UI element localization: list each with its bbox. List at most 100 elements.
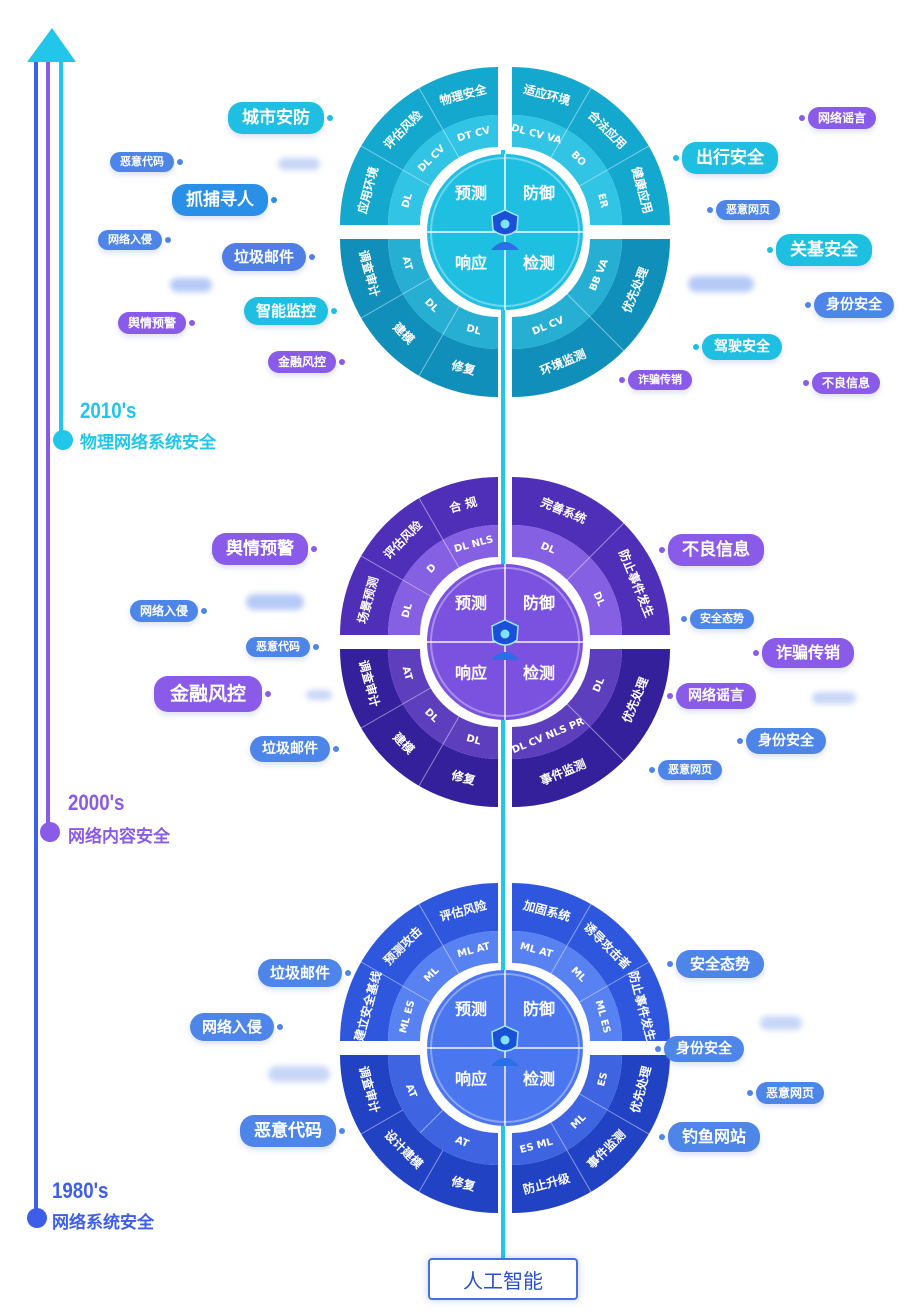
- outer-label-tl: 合 规: [448, 494, 479, 516]
- ring-outer-tl: [340, 477, 498, 635]
- tag-finance-risk: 金融风控: [268, 351, 337, 373]
- segment-divider: [360, 961, 403, 987]
- era-label-2010: 物理网络系统安全: [80, 433, 216, 453]
- ai-label: 人工智能: [463, 1268, 543, 1293]
- mid-label-bl: DL: [465, 733, 483, 748]
- era-year-1980: 1980's: [52, 1178, 109, 1203]
- mid-label-bl: AT: [453, 1135, 470, 1151]
- blur-placeholder: [688, 276, 754, 292]
- mid-label-tr: ER: [595, 192, 609, 209]
- shield-person-icon: [491, 619, 519, 660]
- segment-divider: [419, 1109, 444, 1134]
- era-year-2010: 2010's: [80, 398, 137, 423]
- segment-divider: [418, 334, 444, 377]
- tag-network-intrusion-2000: 网络入侵: [130, 600, 199, 622]
- era-dot-2010: [53, 430, 73, 450]
- quadrant-title-br: 检测: [523, 254, 555, 273]
- blur-placeholder: [760, 1016, 802, 1030]
- quadrant-title-tr: 防御: [523, 184, 555, 203]
- mid-label-bl: AT: [403, 1083, 419, 1100]
- tag-security-posture-2000: 安全态势: [690, 609, 754, 629]
- ring-mid-br: [512, 239, 622, 349]
- ring-outer-br: [512, 649, 670, 807]
- tag-critical-infra: 关基安全: [776, 234, 872, 266]
- tag-identity: 身份安全: [814, 292, 894, 318]
- ring-mid-tr: [512, 525, 622, 635]
- quadrant-title-tl: 预测: [455, 1000, 487, 1019]
- tag-bad-info-2000: 不良信息: [668, 534, 764, 566]
- tag-opinion-warning-2000: 舆情预警: [212, 533, 308, 565]
- segment-divider: [402, 579, 431, 597]
- person-head: [500, 219, 510, 229]
- person-head: [500, 629, 510, 639]
- blur-placeholder: [278, 158, 320, 170]
- tag-malicious-code-1980: 恶意代码: [240, 1115, 336, 1147]
- timeline-line-2010: [59, 55, 63, 440]
- ring-mid-tr: [512, 931, 622, 1041]
- ring-outer-tr: [512, 67, 670, 225]
- era-label-1980: 网络系统安全: [52, 1213, 154, 1233]
- segment-divider: [607, 961, 650, 987]
- ring-outer-bl: [340, 649, 498, 807]
- mid-label-bl: AT: [400, 665, 414, 681]
- segment-divider: [607, 1109, 650, 1135]
- mid-label-br: DL: [591, 676, 607, 694]
- ring-outer-tr: [512, 477, 670, 635]
- ring-outer-bl: [340, 239, 498, 397]
- tag-city-security: 城市安防: [228, 102, 324, 134]
- timeline-line-1980: [34, 55, 38, 1218]
- segment-divider: [589, 726, 625, 762]
- tag-rumor-2000: 网络谣言: [676, 683, 756, 709]
- segment-divider: [566, 903, 592, 946]
- segment-divider: [360, 145, 403, 171]
- segment-divider: [579, 1093, 608, 1111]
- quadrant-title-bl: 响应: [455, 254, 487, 273]
- tag-identity-2000: 身份安全: [746, 728, 826, 754]
- timeline-arrow-head: [27, 28, 76, 62]
- tag-catch-person: 抓捕寻人: [172, 184, 268, 216]
- era-dot-1980: [27, 1208, 47, 1228]
- tag-driving: 驾驶安全: [702, 334, 782, 360]
- outer-label-bl: 修复: [449, 1173, 478, 1194]
- segment-divider: [402, 687, 431, 705]
- segment-divider: [360, 703, 403, 729]
- ring-mid-tl: [388, 115, 498, 225]
- segment-divider: [418, 497, 444, 540]
- segment-divider: [402, 277, 431, 295]
- ring-outer-br: [512, 1055, 670, 1213]
- tag-bad-info: 不良信息: [812, 372, 881, 394]
- era-dot-2000: [40, 822, 60, 842]
- shield-person-icon: [491, 209, 519, 250]
- quadrant-title-tr: 防御: [523, 1000, 555, 1019]
- tag-security-posture-1980: 安全态势: [676, 950, 765, 978]
- segment-divider: [418, 1150, 444, 1193]
- segment-divider: [566, 293, 591, 318]
- tag-malicious-code: 恶意代码: [110, 152, 174, 172]
- tag-opinion-warning: 舆情预警: [118, 312, 187, 334]
- ring-outer-br: [512, 239, 670, 397]
- era-label-2000: 网络内容安全: [68, 827, 170, 847]
- segment-divider: [566, 1150, 592, 1193]
- segment-divider: [566, 87, 592, 130]
- person-head: [500, 1035, 510, 1045]
- segment-divider: [402, 169, 431, 187]
- ring-outer-tl: [340, 67, 498, 225]
- tag-malicious-webpage-1980: 恶意网页: [756, 1082, 825, 1104]
- quadrant-title-tr: 防御: [523, 594, 555, 613]
- ring-mid-br: [512, 1055, 622, 1165]
- tag-fraud: 诈骗传销: [628, 370, 692, 390]
- mid-label-tr: DL: [590, 590, 606, 608]
- tag-network-intrusion: 网络入侵: [98, 230, 162, 250]
- person-body: [491, 242, 519, 250]
- tag-malicious-code-2000: 恶意代码: [246, 637, 310, 657]
- segment-divider: [402, 985, 431, 1003]
- ring-mid-tl: [388, 525, 498, 635]
- ring-outer-tl: [340, 883, 498, 1041]
- mid-label-bl: DL: [465, 323, 483, 338]
- segment-divider: [607, 145, 650, 171]
